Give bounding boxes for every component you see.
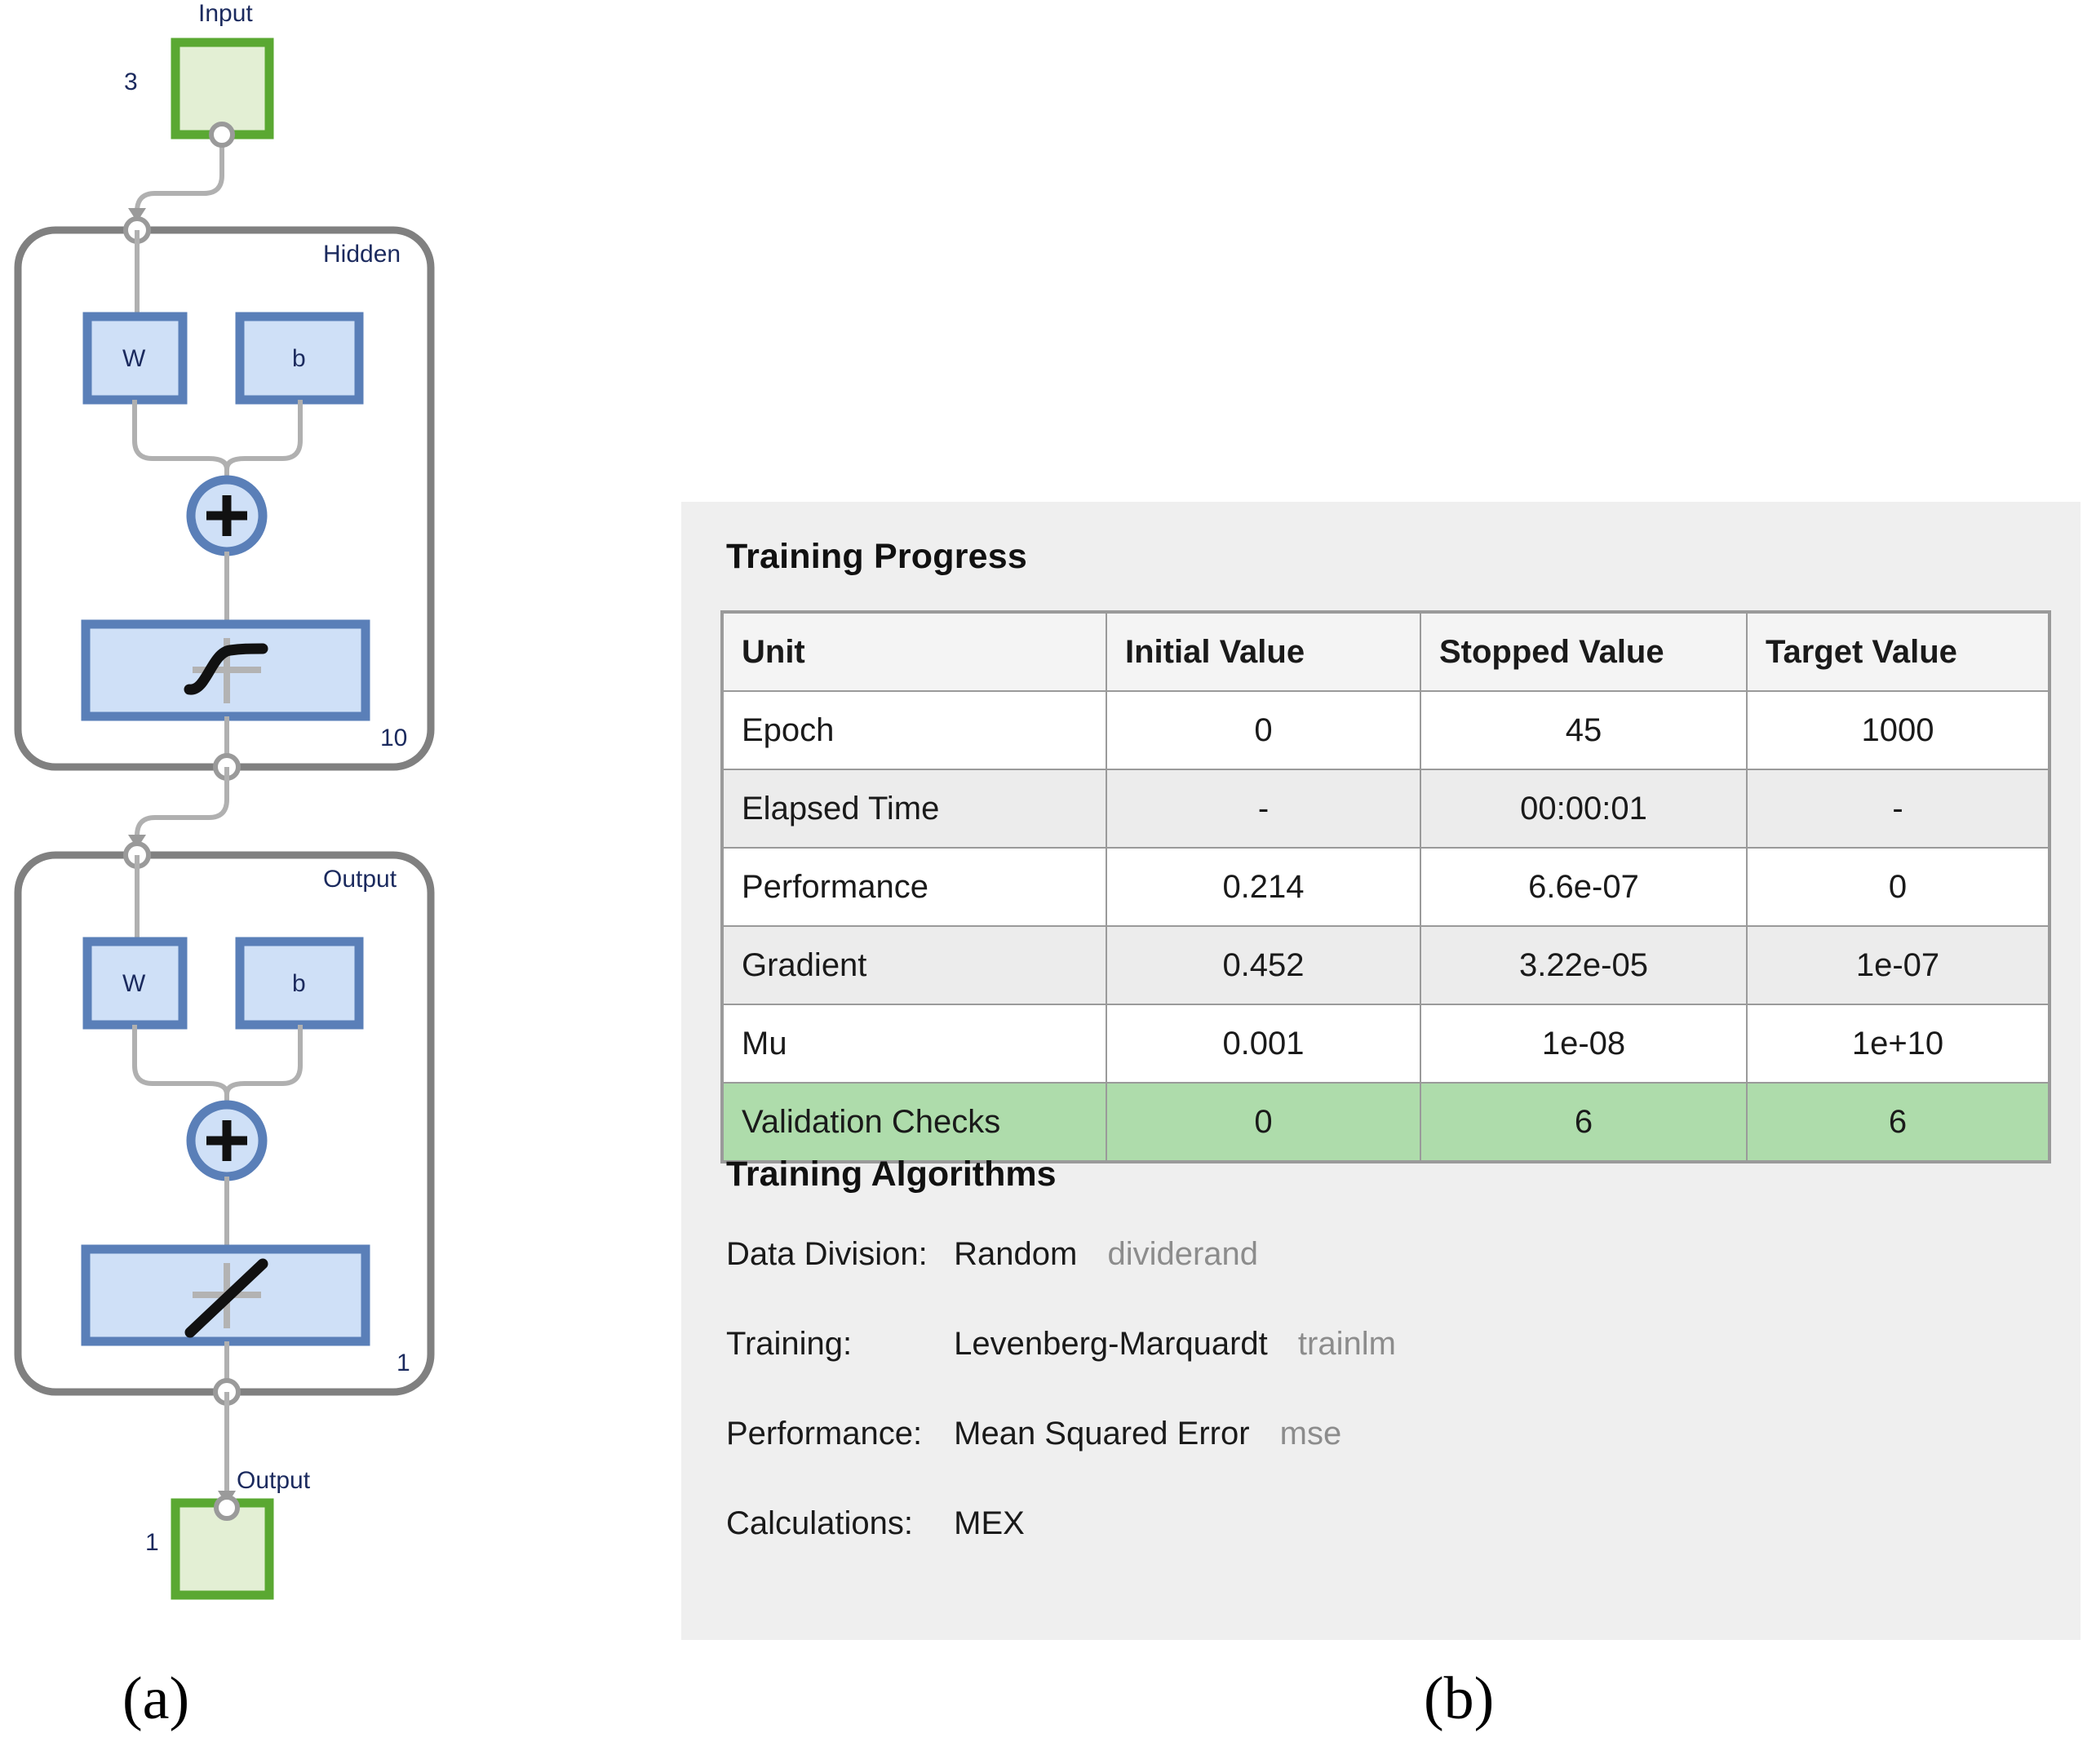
training-dialog-panel: Training Progress Unit Initial Value Sto… <box>681 502 2080 1640</box>
output-layer-label: Output <box>323 866 397 893</box>
row-unit: Elapsed Time <box>722 769 1107 849</box>
row-initial-value: 0.001 <box>1106 1004 1421 1084</box>
row-unit: Epoch <box>722 690 1107 770</box>
algorithm-value: Mean Squared Error <box>954 1416 1250 1452</box>
subfigure-caption-b: (b) <box>1424 1665 1495 1732</box>
row-unit: Mu <box>722 1004 1107 1084</box>
hidden-neuron-count: 10 <box>380 725 408 751</box>
algorithm-function-name: mse <box>1279 1416 1342 1452</box>
row-unit: Validation Checks <box>722 1082 1107 1162</box>
row-initial-value: 0.214 <box>1106 847 1421 927</box>
row-unit: Performance <box>722 847 1107 927</box>
row-initial-value: 0 <box>1106 1082 1421 1162</box>
row-target-value: 1e-07 <box>1746 925 2049 1005</box>
row-initial-value: 0 <box>1106 690 1421 770</box>
output-block-shape <box>171 1498 274 1600</box>
row-target-value: 1000 <box>1746 690 2049 770</box>
output-size-label: 1 <box>145 1529 159 1556</box>
hidden-weight-label: W <box>122 345 146 372</box>
row-stopped-value: 3.22e-05 <box>1420 925 1748 1005</box>
algorithm-function-name: dividerand <box>1107 1236 1259 1272</box>
wire-input-to-hidden <box>135 135 224 227</box>
training-progress-title: Training Progress <box>726 537 1028 576</box>
tansig-icon <box>184 638 268 703</box>
table-header-row: Unit Initial Value Stopped Value Target … <box>722 612 2049 692</box>
table-row: Gradient 0.452 3.22e-05 1e-07 <box>722 925 2049 1005</box>
plus-icon <box>206 1120 247 1161</box>
arrowhead-input-to-hidden <box>128 208 146 222</box>
row-initial-value: - <box>1106 769 1421 849</box>
row-stopped-value: 00:00:01 <box>1420 769 1748 849</box>
algorithm-row-data-division: Data Division: Random dividerand <box>726 1236 1258 1273</box>
row-stopped-value: 45 <box>1420 690 1748 770</box>
row-stopped-value: 6.6e-07 <box>1420 847 1748 927</box>
algorithm-row-training: Training: Levenberg-Marquardt trainlm <box>726 1326 1396 1363</box>
algorithm-row-calculations: Calculations: MEX <box>726 1505 1046 1542</box>
column-header-unit: Unit <box>722 612 1107 692</box>
algorithm-label: Training: <box>726 1326 853 1362</box>
row-stopped-value: 6 <box>1420 1082 1748 1162</box>
hidden-weight-box <box>82 312 188 405</box>
hidden-layer-label: Hidden <box>323 241 401 268</box>
wire-output-wb-to-sum <box>132 1025 303 1103</box>
network-diagram-svg <box>14 38 435 1600</box>
hidden-bias-label: b <box>292 345 306 372</box>
purelin-icon <box>184 1258 268 1338</box>
row-initial-value: 0.452 <box>1106 925 1421 1005</box>
row-target-value: 1e+10 <box>1746 1004 2049 1084</box>
row-target-value: 0 <box>1746 847 2049 927</box>
table-row: Mu 0.001 1e-08 1e+10 <box>722 1004 2049 1084</box>
output-bias-box <box>235 937 364 1030</box>
wire-hidden-to-output <box>135 767 229 849</box>
output-bias-label: b <box>292 970 306 997</box>
row-stopped-value: 1e-08 <box>1420 1004 1748 1084</box>
plus-icon <box>206 495 247 536</box>
table-row-highlighted: Validation Checks 0 6 6 <box>722 1082 2049 1162</box>
wire-hidden-wb-to-sum <box>132 400 303 478</box>
algorithm-row-performance: Performance: Mean Squared Error mse <box>726 1416 1341 1452</box>
input-block-shape <box>171 38 274 140</box>
table-row: Epoch 0 45 1000 <box>722 690 2049 770</box>
row-unit: Gradient <box>722 925 1107 1005</box>
port-input-output <box>209 122 235 148</box>
output-weight-label: W <box>122 970 146 997</box>
algorithm-label: Data Division: <box>726 1236 928 1272</box>
algorithm-function-name: trainlm <box>1297 1326 1396 1362</box>
algorithm-label: Calculations: <box>726 1505 914 1541</box>
port-output-block-input <box>214 1495 240 1521</box>
column-header-stopped-value: Stopped Value <box>1420 612 1748 692</box>
table-row: Elapsed Time - 00:00:01 - <box>722 769 2049 849</box>
training-algorithms-title: Training Algorithms <box>726 1155 1057 1194</box>
row-target-value: 6 <box>1746 1082 2049 1162</box>
output-block-label: Output <box>237 1467 311 1494</box>
training-progress-table: Unit Initial Value Stopped Value Target … <box>722 612 2049 1162</box>
neural-network-diagram: Input 3 Hidden 10 W b Output 1 W b Outpu… <box>0 0 506 1640</box>
subfigure-caption-a: (a) <box>122 1665 190 1732</box>
algorithm-label: Performance: <box>726 1416 923 1452</box>
algorithm-value: Random <box>954 1236 1078 1272</box>
column-header-initial-value: Initial Value <box>1106 612 1421 692</box>
input-size-label: 3 <box>124 69 138 95</box>
output-neuron-count: 1 <box>397 1350 410 1376</box>
algorithm-value: MEX <box>954 1505 1025 1541</box>
input-block-label: Input <box>198 0 253 27</box>
column-header-target-value: Target Value <box>1746 612 2049 692</box>
algorithm-value: Levenberg-Marquardt <box>954 1326 1268 1362</box>
table-row: Performance 0.214 6.6e-07 0 <box>722 847 2049 927</box>
row-target-value: - <box>1746 769 2049 849</box>
